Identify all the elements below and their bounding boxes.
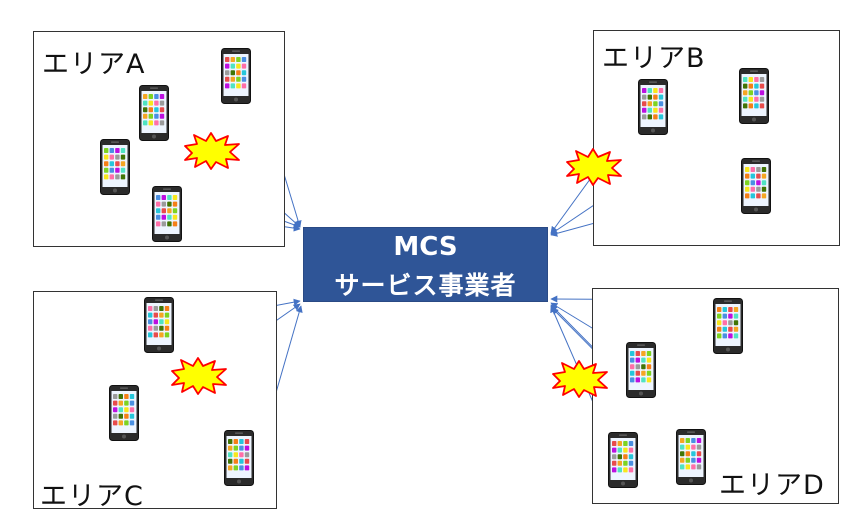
smartphone-icon xyxy=(144,297,174,353)
center-subtitle: サービス事業者 xyxy=(334,271,517,300)
smartphone-icon xyxy=(224,430,254,486)
area-b-label: エリアB xyxy=(602,43,706,74)
area-d-label: エリアD xyxy=(719,470,825,501)
smartphone-icon xyxy=(139,85,169,141)
smartphone-icon xyxy=(152,186,182,242)
smartphone-icon xyxy=(626,342,656,398)
center-title: MCS xyxy=(393,232,458,262)
smartphone-icon xyxy=(739,68,769,124)
area-c-label: エリアC xyxy=(40,481,144,512)
smartphone-icon xyxy=(741,158,771,214)
area-a-label: エリアA xyxy=(42,49,146,80)
collision-burst-icon xyxy=(565,148,623,186)
smartphone-icon xyxy=(713,298,743,354)
area-b-box: エリアB xyxy=(593,30,840,246)
mcs-service-provider-box: MCS サービス事業者 xyxy=(303,227,548,302)
smartphone-icon xyxy=(638,79,668,135)
collision-burst-icon xyxy=(551,360,609,398)
smartphone-icon xyxy=(676,429,706,485)
smartphone-icon xyxy=(608,432,638,488)
smartphone-icon xyxy=(109,385,139,441)
smartphone-icon xyxy=(221,48,251,104)
collision-burst-icon xyxy=(170,357,228,395)
smartphone-icon xyxy=(100,139,130,195)
collision-burst-icon xyxy=(183,132,241,170)
